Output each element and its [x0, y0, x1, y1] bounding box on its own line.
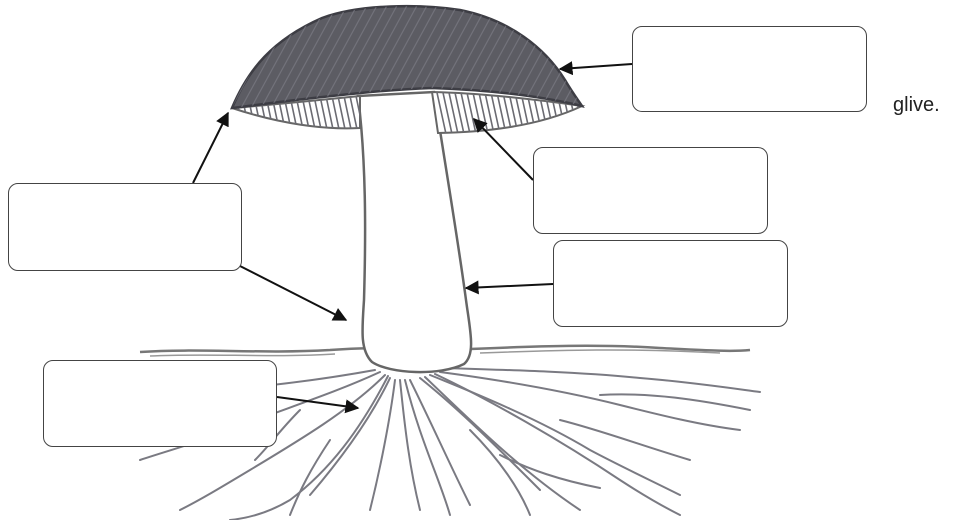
- side-text: glive.: [893, 94, 940, 117]
- arrow-to-cap: [560, 64, 632, 69]
- label-box-gills[interactable]: [533, 147, 768, 234]
- arrow-to-stem: [466, 284, 553, 288]
- mushroom-stem: [358, 92, 471, 372]
- arrow-to-cap-edge: [193, 113, 228, 183]
- label-box-stem[interactable]: [553, 240, 788, 327]
- arrow-to-mycelium: [277, 397, 358, 408]
- arrow-to-stem-base: [238, 265, 346, 320]
- label-box-cap-edge[interactable]: [8, 183, 242, 271]
- label-box-cap[interactable]: [632, 26, 867, 112]
- label-box-mycelium[interactable]: [43, 360, 277, 447]
